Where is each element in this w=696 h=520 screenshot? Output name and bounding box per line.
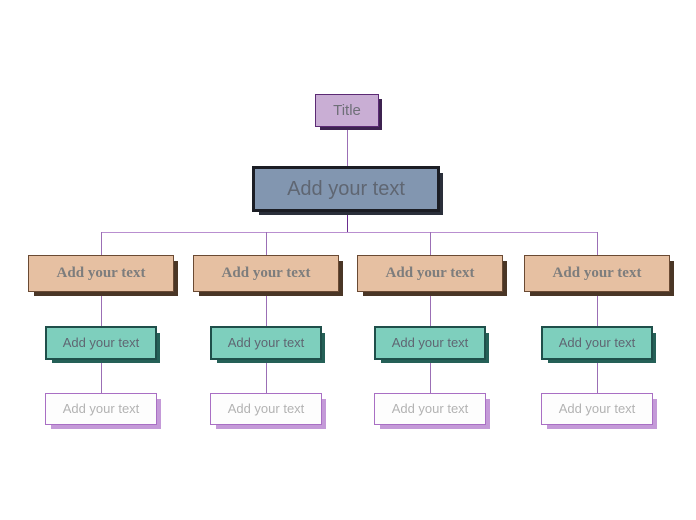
- connector-main-stem: [347, 212, 348, 233]
- node-main[interactable]: Add your text: [252, 166, 440, 212]
- connector-title-to-main: [347, 127, 348, 166]
- node-department-2[interactable]: Add your text: [193, 255, 339, 292]
- node-department-4[interactable]: Add your text: [524, 255, 670, 292]
- node-department-3[interactable]: Add your text: [357, 255, 503, 292]
- node-team-3[interactable]: Add your text: [374, 326, 486, 360]
- node-team-2[interactable]: Add your text: [210, 326, 322, 360]
- connector-bus-drop-3: [430, 232, 431, 255]
- node-title[interactable]: Title: [315, 94, 379, 127]
- connector-team-to-detail-3: [430, 360, 431, 393]
- connector-department-to-team-4: [597, 292, 598, 326]
- connector-team-to-detail-1: [101, 360, 102, 393]
- node-detail-3[interactable]: Add your text: [374, 393, 486, 425]
- node-detail-1[interactable]: Add your text: [45, 393, 157, 425]
- connector-bus-drop-2: [266, 232, 267, 255]
- connector-horizontal-bus: [101, 232, 598, 233]
- node-detail-2[interactable]: Add your text: [210, 393, 322, 425]
- connector-bus-drop-4: [597, 232, 598, 255]
- node-detail-4[interactable]: Add your text: [541, 393, 653, 425]
- connector-team-to-detail-2: [266, 360, 267, 393]
- connector-department-to-team-1: [101, 292, 102, 326]
- connector-bus-drop-1: [101, 232, 102, 255]
- connector-team-to-detail-4: [597, 360, 598, 393]
- node-team-1[interactable]: Add your text: [45, 326, 157, 360]
- connector-department-to-team-3: [430, 292, 431, 326]
- node-department-1[interactable]: Add your text: [28, 255, 174, 292]
- node-team-4[interactable]: Add your text: [541, 326, 653, 360]
- connector-department-to-team-2: [266, 292, 267, 326]
